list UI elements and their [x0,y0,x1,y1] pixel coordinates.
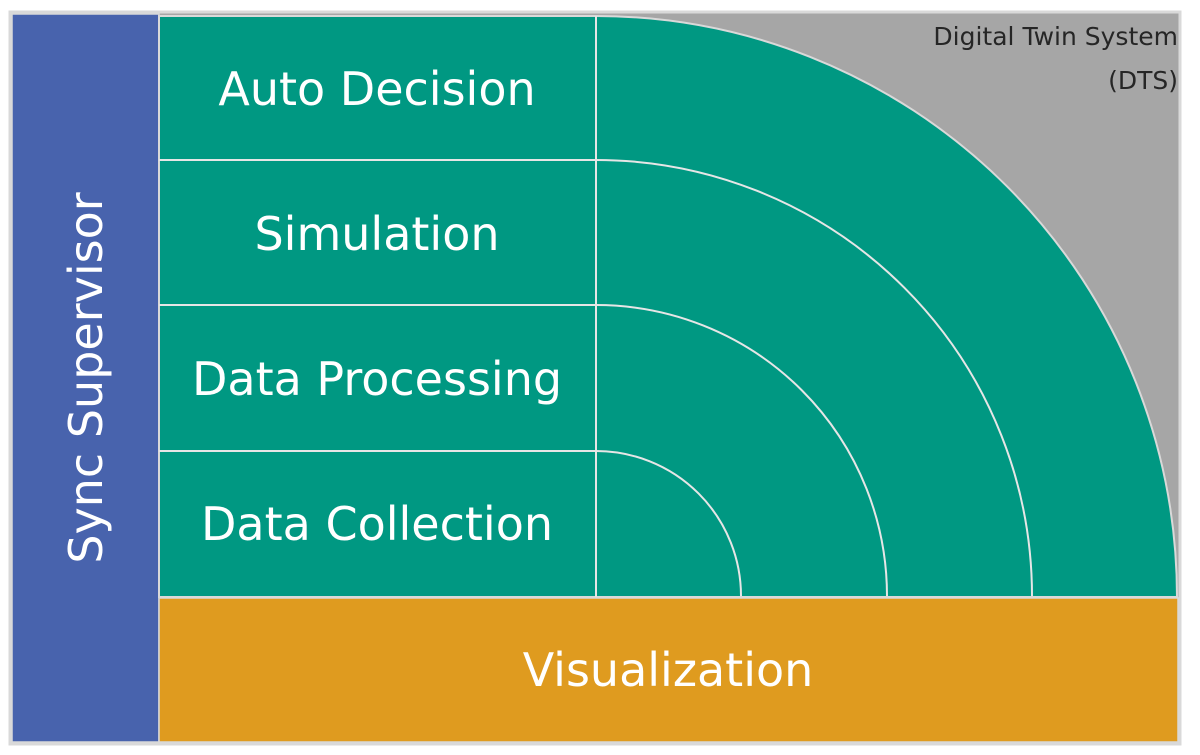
layer-arc-simulation [595,159,1033,597]
layer-label-auto-decision: Auto Decision [218,62,535,116]
system-title-abbreviation: (DTS) [1108,66,1178,95]
system-title: Digital Twin System [933,22,1178,51]
layer-arc-data-processing [595,304,888,597]
layer-label-data-collection: Data Collection [201,497,553,551]
visualization-label: Visualization [523,643,814,697]
layer-label-simulation: Simulation [254,207,499,261]
layer-arc-data-collection [595,450,742,597]
sync-supervisor-bar [11,13,160,743]
visualization-bar [158,597,1179,743]
sync-supervisor-label: Sync Supervisor [59,192,113,563]
layer-label-data-processing: Data Processing [192,352,562,406]
